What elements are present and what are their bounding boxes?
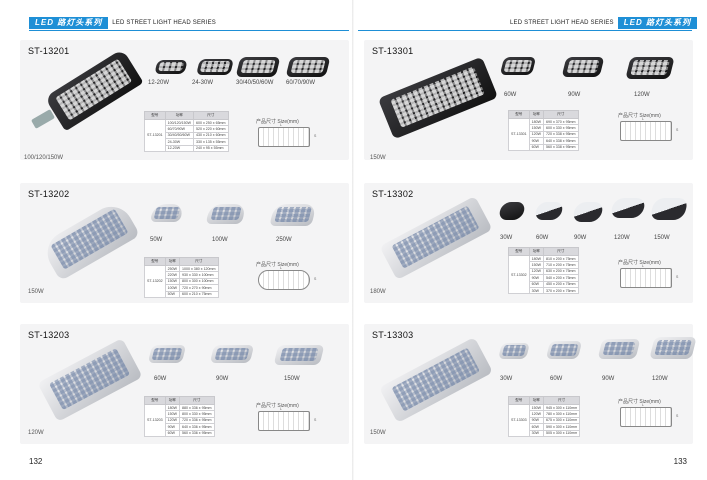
header-rule <box>29 30 349 31</box>
variant-lamp: 90W <box>209 342 255 382</box>
variant-lamp: 30W <box>498 340 542 382</box>
main-lamp-image <box>28 338 143 426</box>
book-gutter <box>352 0 355 480</box>
dimension-drawing: 产品尺寸 Size(mm) L S <box>618 259 692 293</box>
model-title: ST-13202 <box>28 189 70 199</box>
left-page: LED 路灯头系列 LED STREET LIGHT HEAD SERIES S… <box>0 0 353 480</box>
main-lamp-label: 150W <box>28 289 44 295</box>
dimension-drawing: 产品尺寸 Size(mm) L S <box>618 398 692 432</box>
dimension-drawing: 产品尺寸 Size(mm) L S <box>256 118 330 152</box>
series-badge: LED 路灯头系列 <box>29 17 109 29</box>
variant-lamp: 60W <box>499 54 544 98</box>
series-badge: LED 路灯头系列 <box>617 17 697 29</box>
model-title: ST-13201 <box>28 46 70 56</box>
product-section-st-13201: ST-13201 100/120/150W 12-20W 24-30W 30/4… <box>20 40 349 161</box>
variant-lamp: 60W <box>147 342 192 382</box>
variant-lamp: 50W <box>146 201 190 243</box>
variant-lamp: 120W <box>625 54 675 98</box>
variant-lamp: 60W <box>545 338 590 382</box>
page-header: LED STREET LIGHT HEAD SERIES LED 路灯头系列 <box>506 17 697 29</box>
main-lamp-image <box>30 198 142 283</box>
series-title: LED STREET LIGHT HEAD SERIES <box>112 20 216 26</box>
dimension-drawing: 产品尺寸 Size(mm) L S <box>256 261 330 295</box>
product-section-st-13301: ST-13301 150W 60W 90W 120W 型号功率尺寸 ST-133… <box>364 40 693 161</box>
model-title: ST-13203 <box>28 330 70 340</box>
model-title: ST-13301 <box>372 46 414 56</box>
variant-lamp: 120W <box>649 334 697 382</box>
page-number: 133 <box>673 457 687 466</box>
variant-lamp: 100W <box>205 201 250 243</box>
main-lamp-image <box>372 336 494 428</box>
main-lamp-label: 180W <box>370 289 386 295</box>
variant-lamp: 150W <box>649 195 694 241</box>
product-section-st-13302: ST-13302 180W 30W 60W 90W 120W 150W 型号功率… <box>364 183 693 303</box>
model-title: ST-13302 <box>372 189 414 199</box>
variant-lamp: 90W <box>571 199 616 241</box>
dimension-drawing: 产品尺寸 Size(mm) L S <box>618 112 692 146</box>
main-lamp-label: 120W <box>28 430 44 436</box>
variant-lamp: 250W <box>269 201 317 243</box>
main-lamp-label: 150W <box>370 430 386 436</box>
page-header: LED 路灯头系列 LED STREET LIGHT HEAD SERIES <box>29 17 220 29</box>
variant-lamp: 60W <box>533 199 578 241</box>
variant-lamp: 12-20W <box>148 54 192 94</box>
variant-lamp: 30W <box>497 199 542 241</box>
model-title: ST-13303 <box>372 330 414 340</box>
main-lamp-image <box>374 56 499 146</box>
main-lamp-image <box>28 48 144 148</box>
header-rule <box>358 30 692 31</box>
right-page: LED STREET LIGHT HEAD SERIES LED 路灯头系列 S… <box>354 0 707 480</box>
product-section-st-13202: ST-13202 150W 50W 100W 250W 型号功率尺寸 ST-13… <box>20 183 349 303</box>
variant-lamp: 90W <box>597 336 642 382</box>
variant-lamp: 120W <box>609 195 654 241</box>
page-number: 132 <box>29 457 43 466</box>
product-section-st-13303: ST-13303 150W 30W 60W 90W 120W 型号功率尺寸 ST… <box>364 324 697 444</box>
variant-lamp: 24-30W <box>192 54 236 94</box>
main-lamp-image <box>372 195 493 285</box>
main-lamp-label: 150W <box>370 155 386 161</box>
variant-lamp: 90W <box>561 54 606 98</box>
series-title: LED STREET LIGHT HEAD SERIES <box>510 20 614 26</box>
variant-lamp: 60/70/90W <box>285 54 331 94</box>
dimension-drawing: 产品尺寸 Size(mm) L S <box>256 402 330 436</box>
product-section-st-13203: ST-13203 120W 60W 90W 150W 型号功率尺寸 ST-132… <box>20 324 349 444</box>
main-lamp-label: 100/120/150W <box>24 155 64 161</box>
variant-lamp: 30/40/50/60W <box>235 54 281 94</box>
variant-lamp: 150W <box>273 342 325 382</box>
